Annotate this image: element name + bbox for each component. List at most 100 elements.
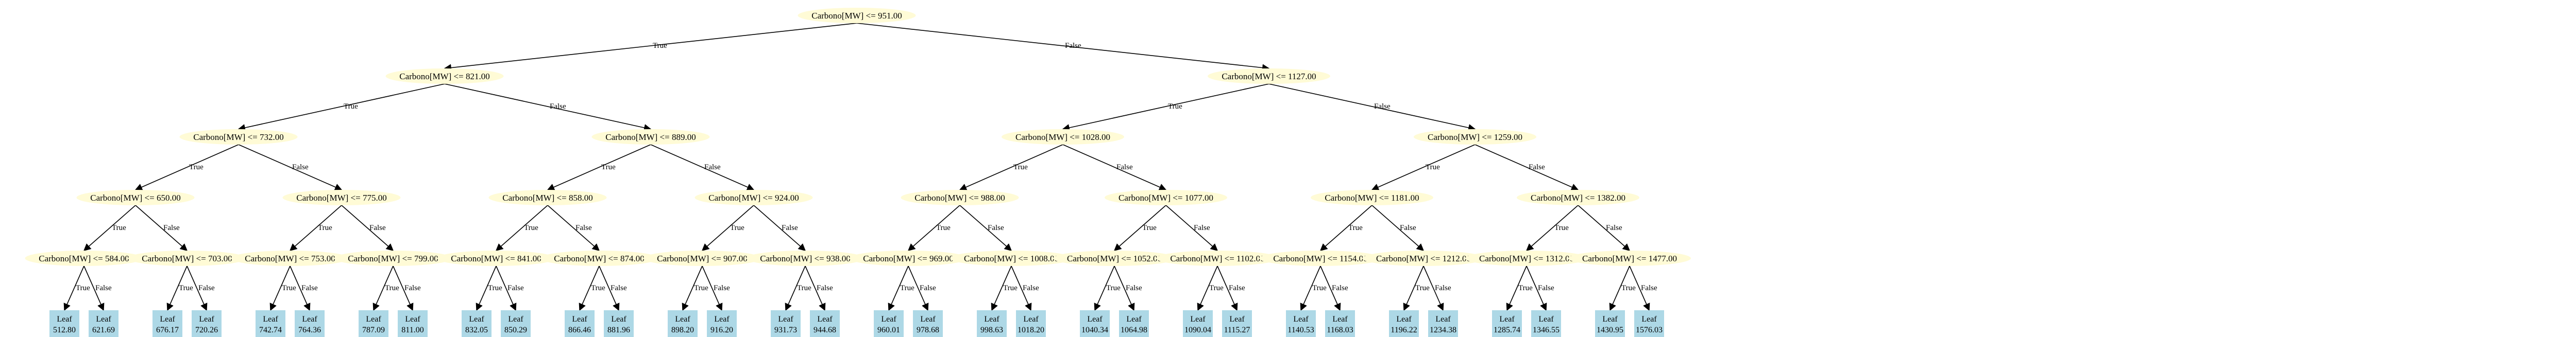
decision-label: Carbono[MW] <= 703.00	[142, 254, 232, 263]
edge-label-true: True	[936, 224, 951, 232]
edge-label-false: False	[1529, 163, 1545, 171]
edge-true	[372, 265, 394, 311]
leaf-value: 866.46	[568, 326, 591, 334]
decision-node: Carbono[MW] <= 1052.00	[1053, 251, 1176, 266]
edge-label-true: True	[1554, 224, 1569, 232]
decision-label: Carbono[MW] <= 732.00	[193, 132, 283, 142]
leaf-box	[1492, 310, 1522, 337]
decision-label: Carbono[MW] <= 799.00	[348, 254, 438, 263]
leaf-box	[359, 310, 388, 337]
decision-ellipse	[1517, 190, 1639, 205]
leaf-value: 832.05	[465, 326, 488, 334]
leaf-title: Leaf	[1499, 315, 1515, 324]
leaf-value: 1040.34	[1081, 326, 1108, 334]
edge-true	[444, 23, 857, 72]
leaf-title: Leaf	[508, 315, 523, 324]
decision-node: Carbono[MW] <= 858.00	[488, 190, 607, 205]
leaf-box	[1222, 310, 1252, 337]
leaf-title: Leaf	[920, 315, 936, 324]
edge-label-false: False	[292, 163, 309, 171]
edge-true	[1506, 265, 1527, 311]
edge-label-false: False	[507, 284, 524, 292]
leaf-value: 621.69	[92, 326, 115, 334]
edge-label-false: False	[1435, 284, 1451, 292]
edge-true	[1609, 265, 1630, 311]
leaf-box	[1183, 310, 1213, 337]
edge-true	[785, 265, 806, 311]
leaf-value: 787.09	[362, 326, 385, 334]
leaf-value: 1018.20	[1018, 326, 1044, 334]
decision-ellipse	[798, 8, 916, 23]
edge-label-true: True	[1142, 224, 1157, 232]
edge-label-true: True	[591, 284, 605, 292]
leaf-box	[1634, 310, 1664, 337]
decision-label: Carbono[MW] <= 938.00	[760, 254, 850, 263]
leaf-title: Leaf	[675, 315, 690, 324]
edge-false	[805, 265, 826, 311]
leaf-title: Leaf	[611, 315, 626, 324]
leaf-value: 764.36	[298, 326, 321, 334]
edge-label-false: False	[1332, 284, 1348, 292]
decision-label: Carbono[MW] <= 1077.00	[1118, 193, 1213, 203]
edge-true	[1113, 205, 1166, 251]
edge-label-true: True	[189, 163, 204, 171]
leaf-value: 720.26	[195, 326, 218, 334]
decision-ellipse	[1362, 251, 1485, 266]
leaf-box	[501, 310, 531, 337]
leaf-value: 881.96	[607, 326, 630, 334]
decision-label: Carbono[MW] <= 821.00	[399, 72, 489, 81]
edge-false	[341, 205, 394, 251]
decision-node: Carbono[MW] <= 799.00	[334, 251, 452, 266]
decision-node: Carbono[MW] <= 969.00	[849, 251, 968, 266]
edge-true	[1300, 265, 1321, 311]
edge-label-false: False	[1400, 224, 1416, 232]
edge-true	[888, 265, 909, 311]
edge-label-true: True	[385, 284, 399, 292]
decision-label: Carbono[MW] <= 1181.00	[1325, 193, 1419, 203]
edge-false	[444, 83, 652, 132]
leaf-value: 1196.22	[1391, 326, 1417, 334]
edge-label-false: False	[369, 224, 386, 232]
edge-label-true: True	[1621, 284, 1636, 292]
decision-label: Carbono[MW] <= 988.00	[914, 193, 1005, 203]
decision-label: Carbono[MW] <= 1259.00	[1428, 132, 1522, 142]
edge-label-true: True	[1518, 284, 1533, 292]
edge-false	[1526, 265, 1547, 311]
decision-ellipse	[437, 251, 555, 266]
leaf-box	[398, 310, 428, 337]
decision-label: Carbono[MW] <= 1052.00	[1067, 254, 1162, 263]
leaf-value: 1140.53	[1287, 326, 1314, 334]
edge-label-true: True	[1209, 284, 1224, 292]
edge-false	[547, 205, 600, 251]
decision-label: Carbono[MW] <= 1154.00	[1273, 254, 1367, 263]
decision-node: Carbono[MW] <= 1102.00	[1156, 251, 1279, 266]
edge-label-false: False	[95, 284, 112, 292]
edge-label-true: True	[1312, 284, 1327, 292]
decision-node: Carbono[MW] <= 1212.00	[1362, 251, 1485, 266]
edge-label-false: False	[404, 284, 421, 292]
leaf-box	[256, 310, 285, 337]
decision-node: Carbono[MW] <= 775.00	[282, 190, 401, 205]
decision-label: Carbono[MW] <= 924.00	[708, 193, 799, 203]
edge-true	[238, 83, 445, 132]
leaf-value: 931.73	[774, 326, 797, 334]
leaf-title: Leaf	[881, 315, 896, 324]
edge-true	[991, 265, 1012, 311]
decision-label: Carbono[MW] <= 1212.00	[1376, 254, 1471, 263]
leaf-value: 512.80	[53, 326, 76, 334]
edge-label-false: False	[550, 102, 566, 111]
leaf-box	[1428, 310, 1458, 337]
leaf-title: Leaf	[1435, 315, 1451, 324]
